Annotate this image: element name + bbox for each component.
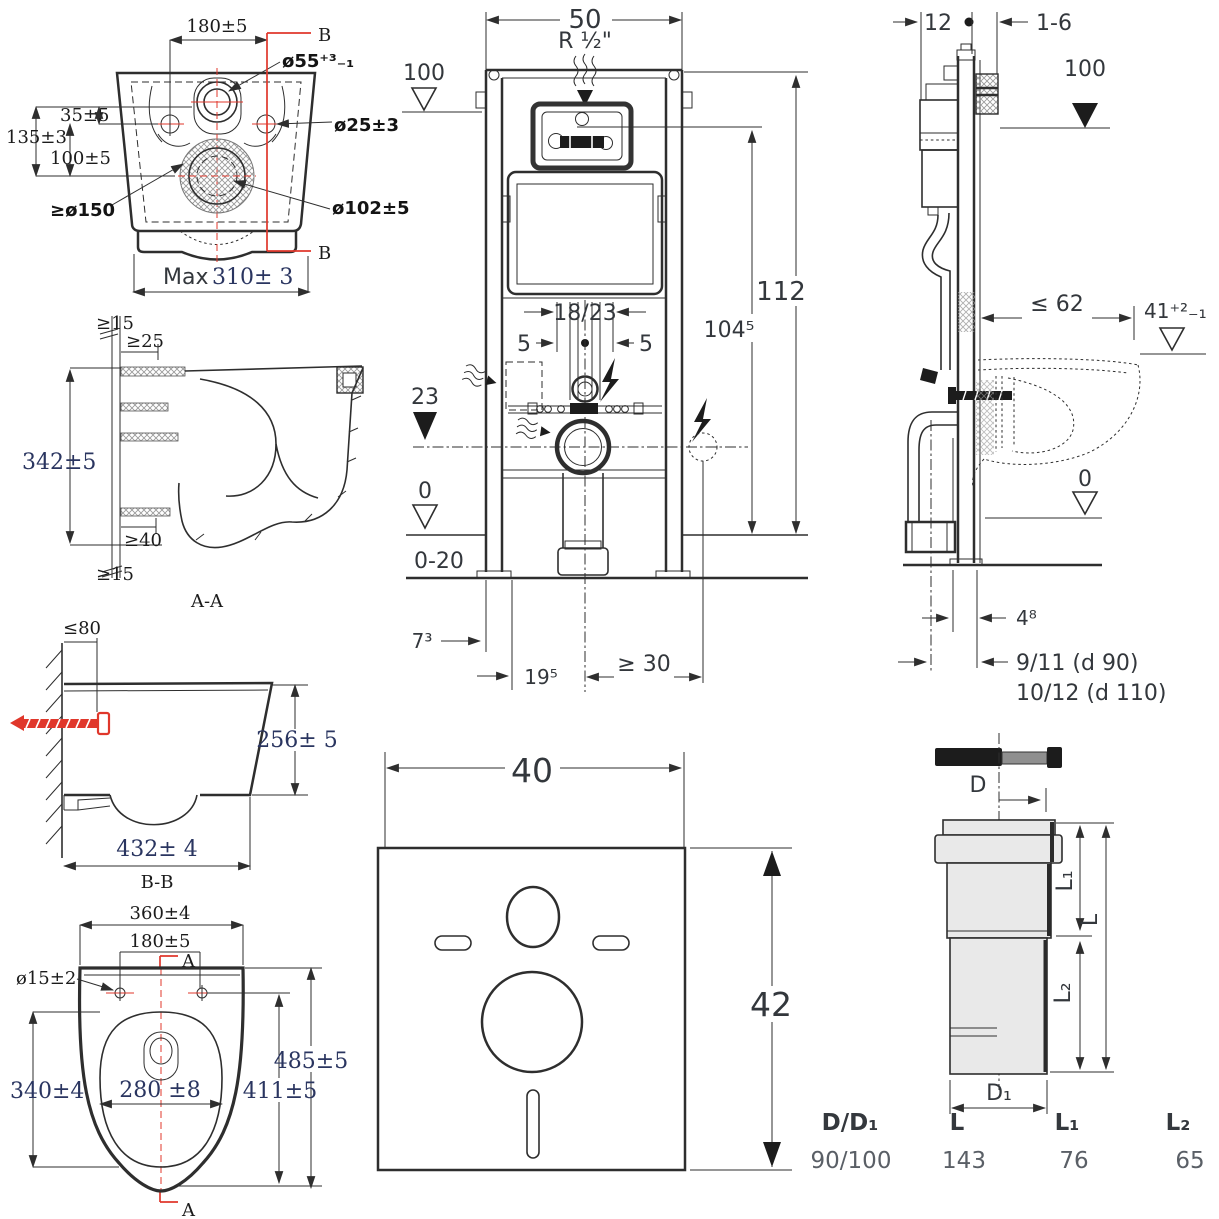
- level-plate-side: 100: [1064, 57, 1106, 82]
- dim-offset-left: 135±3: [6, 127, 67, 148]
- dim-wall-bottom: ≥15: [96, 564, 134, 585]
- table-value-l: 143: [942, 1148, 986, 1174]
- table-value-dd1: 90/100: [811, 1148, 892, 1174]
- section-aa-label: A-A: [190, 591, 224, 612]
- section-bb-drawing: ≤80 256± 5 432± 4 B-B: [10, 618, 338, 893]
- dim-right-5: 5: [639, 332, 653, 357]
- mat-dim-width: 40: [511, 751, 553, 790]
- level-floor: 0: [418, 479, 432, 504]
- dim-offset-top: 35±5: [60, 105, 109, 126]
- sound-mat-drawing: 40 42: [376, 751, 798, 1172]
- pipe-size-table: D/D₁ L L₁ L₂ 90/100 143 76 65: [811, 1110, 1205, 1174]
- dim-height: 342±5: [22, 450, 96, 475]
- supply-thread-label: R ½": [558, 29, 612, 54]
- frame-side-drawing: 12 1-6 100 ≤ 62 41⁺²₋₁ 0 4⁸ 9/11 (d 90) …: [893, 11, 1207, 706]
- dim-max-label: Max: [163, 265, 208, 290]
- pipe-dim-d: D: [970, 773, 987, 798]
- dim-drain: ø102±5: [332, 198, 410, 219]
- dim-bottom-offset: ≥40: [124, 530, 162, 551]
- section-label-a-bottom: A: [181, 1200, 196, 1219]
- dim-left-5: 5: [517, 332, 531, 357]
- plan-view-drawing: 360±4 180±5 A ø15±2 340±4 280 ±8 485±5 4…: [10, 903, 348, 1219]
- dim-bolt-spacing: 180±5: [130, 931, 191, 952]
- level-plate: 100: [403, 61, 445, 86]
- section-bb-label: B-B: [141, 872, 174, 893]
- dim-top-width: 180±5: [187, 16, 248, 37]
- mat-dim-height: 42: [750, 985, 792, 1024]
- dim-depth: ≤80: [63, 618, 101, 639]
- pipe-dim-l2: L₂: [1051, 982, 1076, 1003]
- dim-offset-drain: 19⁵: [524, 665, 557, 689]
- range-floor: 0-20: [414, 549, 464, 574]
- section-label-a-top: A: [181, 951, 196, 972]
- dim-wall-top: ≥15: [96, 313, 134, 334]
- pipe-dim-l1: L₁: [1053, 870, 1078, 891]
- dim-outer-width: 360±4: [130, 903, 191, 924]
- table-value-l2: 65: [1175, 1148, 1204, 1174]
- dim-depth-max: ≤ 62: [1030, 292, 1083, 317]
- dim-offset-4: 4⁸: [1016, 606, 1037, 630]
- dim-top-offset: ≥25: [126, 331, 164, 352]
- dim-width: 50: [568, 5, 601, 35]
- dim-total-length: 485±5: [274, 1049, 348, 1074]
- dim-pipe-spacing: 18/23: [553, 301, 616, 326]
- dim-drain-d90: 9/11 (d 90): [1016, 651, 1139, 676]
- dim-inner-width: 280 ±8: [119, 1078, 200, 1103]
- dim-max-value: 310± 3: [212, 265, 293, 290]
- table-header-l2: L₂: [1166, 1110, 1191, 1136]
- table-header-dd1: D/D₁: [822, 1110, 879, 1136]
- table-header-l: L: [950, 1110, 965, 1136]
- dim-length: 432± 4: [116, 837, 197, 862]
- frame-front-drawing: 50 R ½" 100 112 104⁵ 18/23 5 5 23 0 0-20…: [402, 5, 808, 692]
- level-drain: 23: [411, 385, 439, 410]
- dim-bolt-hole: ø25±3: [334, 115, 399, 136]
- dim-bowl-height: 41⁺²₋₁: [1144, 299, 1207, 323]
- dim-offset-mid: 100±5: [50, 148, 111, 169]
- dim-adjust: 1-6: [1036, 11, 1072, 36]
- dim-inner-length: 340±4: [10, 1079, 84, 1104]
- drain-connector-drawing: D D₁ L₁ L₂ L D/D₁ L L₁ L₂ 90/100 143 76 …: [811, 733, 1205, 1174]
- dim-height-frame: 104⁵: [704, 318, 755, 343]
- level-floor-side: 0: [1078, 467, 1092, 492]
- dim-clearance-right: ≥ 30: [617, 652, 670, 677]
- section-aa-drawing: ≥15 ≥25 342±5 ≥40 ≥15 A-A: [22, 313, 364, 612]
- dim-height-total: 112: [756, 277, 806, 307]
- dim-height: 256± 5: [256, 728, 337, 753]
- dim-depth-top: 12: [924, 11, 952, 36]
- dim-flush-hole: ø55⁺³₋₁: [282, 51, 354, 72]
- section-label-b-bottom: B: [318, 243, 331, 264]
- section-label-b-top: B: [318, 25, 331, 46]
- pipe-dim-d1: D₁: [986, 1081, 1012, 1106]
- dim-clearance: ≥ø150: [50, 200, 115, 221]
- dim-offset-foot: 7³: [412, 629, 433, 653]
- pipe-dim-l: L: [1078, 913, 1103, 926]
- dim-bolt-dia: ø15±2: [16, 968, 76, 989]
- dim-drain-d110: 10/12 (d 110): [1016, 681, 1167, 706]
- table-header-l1: L₁: [1055, 1110, 1080, 1136]
- table-value-l1: 76: [1059, 1148, 1088, 1174]
- dim-front-length: 411±5: [243, 1079, 317, 1104]
- rear-view-drawing: 180±5 ø55⁺³₋₁ 35±5 135±3 100±5 ø25±3 ≥ø1…: [6, 16, 410, 297]
